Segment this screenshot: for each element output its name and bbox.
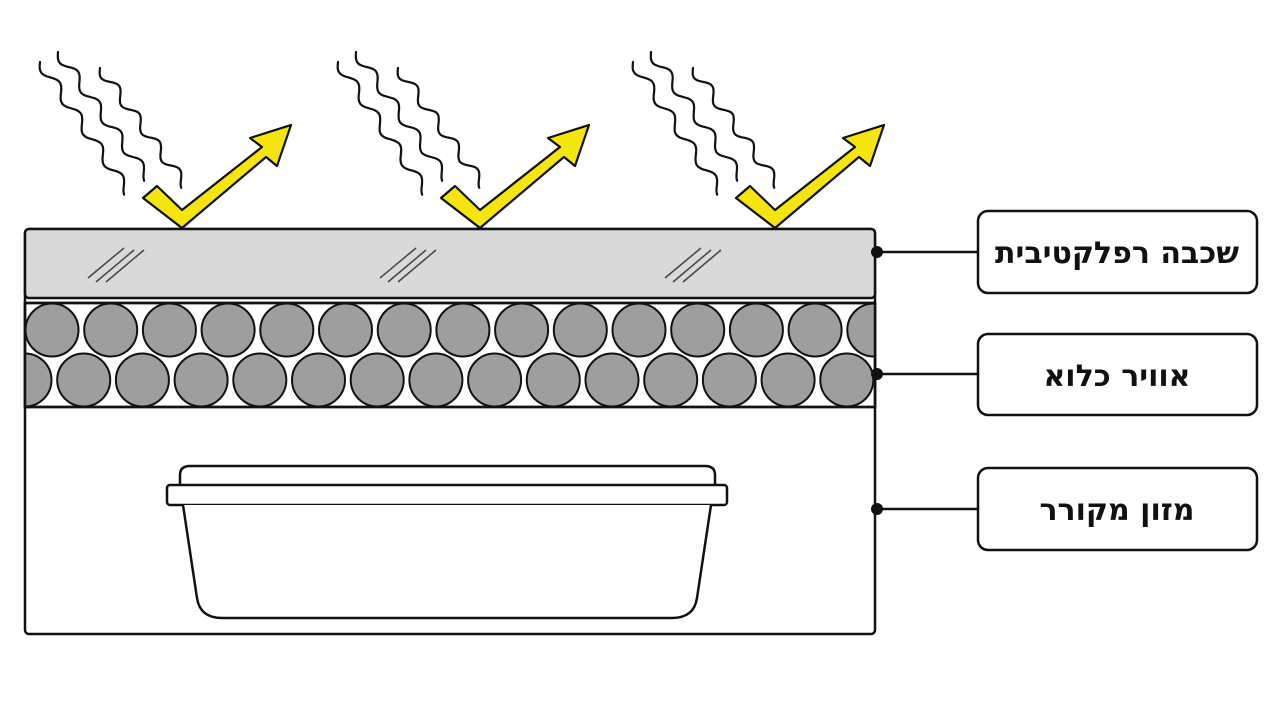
heat-ray-group bbox=[631, 50, 886, 230]
air-bubble bbox=[114, 352, 170, 407]
air-bubble bbox=[435, 303, 491, 358]
shine-mark-3 bbox=[664, 247, 722, 283]
air-bubble bbox=[259, 303, 315, 358]
label-reflective-layer-text: שכבה רפלקטיבית bbox=[995, 236, 1239, 271]
air-bubble bbox=[611, 303, 667, 358]
air-bubble bbox=[643, 352, 699, 407]
air-bubble bbox=[318, 303, 373, 358]
heat-rays bbox=[38, 50, 886, 230]
reflected-arrow-icon bbox=[439, 123, 591, 230]
air-bubble bbox=[349, 352, 405, 407]
label-trapped-air-text: אוויר כלוא bbox=[1043, 359, 1190, 394]
wavy-heat-lines-icon bbox=[631, 60, 719, 196]
air-bubble bbox=[291, 352, 346, 407]
shine-mark-2 bbox=[379, 247, 437, 283]
air-bubble bbox=[467, 352, 523, 407]
air-bubble bbox=[232, 352, 288, 407]
air-bubble bbox=[83, 303, 139, 358]
air-bubble bbox=[200, 303, 256, 358]
heat-ray-group bbox=[336, 50, 591, 230]
air-bubble bbox=[408, 352, 464, 407]
connector-reflective bbox=[871, 246, 978, 258]
air-bubble bbox=[141, 303, 197, 358]
food-container-lid-top bbox=[178, 464, 717, 485]
connector-cooled-food bbox=[871, 503, 978, 515]
connectors bbox=[871, 246, 978, 515]
air-bubble bbox=[584, 352, 640, 407]
label-trapped-air: אוויר כלוא bbox=[976, 332, 1259, 417]
air-bubble bbox=[760, 352, 816, 407]
wavy-heat-lines-icon bbox=[396, 66, 481, 189]
wavy-heat-lines-icon bbox=[38, 60, 126, 196]
air-bubble bbox=[701, 352, 757, 407]
air-bubble bbox=[552, 303, 608, 358]
air-bubble bbox=[670, 303, 726, 358]
label-reflective-layer: שכבה רפלקטיבית bbox=[976, 209, 1259, 295]
label-cooled-food-text: מזון מקורר bbox=[1040, 493, 1195, 528]
label-cooled-food: מזון מקורר bbox=[976, 466, 1259, 552]
air-bubble bbox=[787, 303, 843, 358]
wavy-heat-lines-icon bbox=[691, 66, 776, 189]
air-bubbles bbox=[25, 303, 875, 407]
food-container-lid bbox=[165, 483, 729, 507]
air-bubble bbox=[25, 352, 53, 407]
air-bubble bbox=[56, 352, 112, 407]
air-bubble bbox=[25, 303, 80, 358]
reflected-arrow-icon bbox=[141, 123, 293, 230]
wavy-heat-lines-icon bbox=[354, 50, 444, 182]
air-bubble bbox=[819, 352, 875, 407]
wavy-heat-lines-icon bbox=[98, 66, 183, 189]
wavy-heat-lines-icon bbox=[56, 50, 146, 182]
connector-trapped-air bbox=[871, 368, 978, 380]
heat-ray-group bbox=[38, 50, 293, 230]
wavy-heat-lines-icon bbox=[649, 50, 739, 182]
reflective-layer bbox=[23, 227, 877, 300]
air-bubble bbox=[525, 352, 581, 407]
reflected-arrow-icon bbox=[734, 123, 886, 230]
food-container-body bbox=[181, 504, 713, 620]
air-bubble bbox=[376, 303, 432, 358]
air-bubble bbox=[728, 303, 784, 358]
shine-marks bbox=[87, 247, 722, 283]
shine-mark-1 bbox=[87, 247, 145, 283]
air-bubble bbox=[173, 352, 229, 407]
food-container bbox=[165, 464, 729, 620]
wavy-heat-lines-icon bbox=[336, 60, 424, 196]
air-bubble bbox=[494, 303, 550, 358]
